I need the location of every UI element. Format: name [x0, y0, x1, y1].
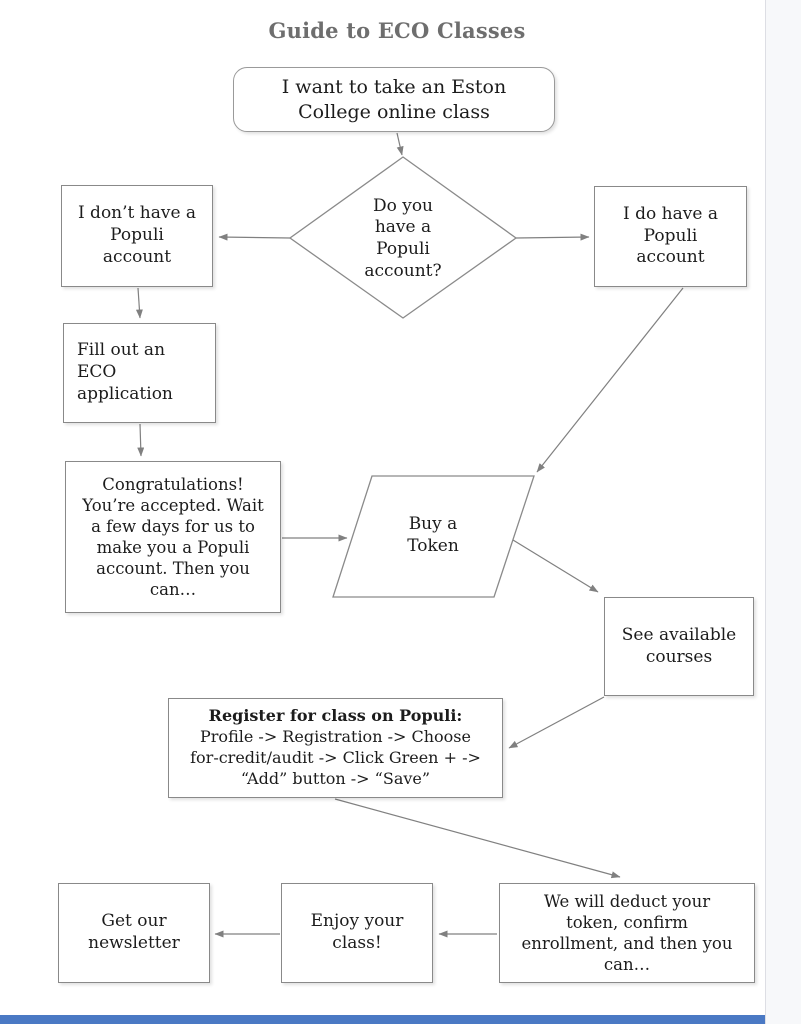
edge-see-courses-to-register — [508, 696, 605, 749]
node-eco-application: Fill out an ECO application — [63, 323, 216, 423]
node-no-account: I don’t have a Populi account — [61, 185, 213, 287]
node-deduct: We will deduct your token, confirm enrol… — [499, 883, 755, 983]
node-congrats: Congratulations! You’re accepted. Wait a… — [65, 461, 281, 613]
edge-register-to-deduct — [334, 798, 621, 879]
register-heading: Register for class on Populi: — [208, 706, 463, 726]
node-decision-label: Do you have a Populi account? — [364, 195, 442, 281]
page-title: Guide to ECO Classes — [268, 18, 526, 43]
register-body: Profile -> Registration -> Choose for-cr… — [190, 727, 481, 788]
node-buy-token-label: Buy a Token — [407, 514, 459, 556]
node-register: Register for class on Populi: Profile ->… — [168, 698, 503, 798]
node-see-courses: See available courses — [604, 597, 754, 696]
edge-yes-account-to-buy-token — [536, 287, 684, 473]
node-enjoy: Enjoy your class! — [281, 883, 433, 983]
edge-buy-token-to-see-courses — [512, 539, 599, 593]
edge-no-account-to-eco-application — [135, 287, 143, 319]
bottom-blue-bar — [0, 1015, 765, 1024]
node-yes-account: I do have a Populi account — [594, 186, 747, 287]
edge-decision-to-yes-account — [515, 233, 590, 241]
edge-eco-application-to-congrats — [137, 423, 145, 457]
node-start: I want to take an Eston College online c… — [233, 67, 555, 132]
node-newsletter: Get our newsletter — [58, 883, 210, 983]
edge-decision-to-no-account — [218, 233, 291, 241]
edge-start-to-decision — [396, 132, 404, 156]
page-right-gutter — [765, 0, 801, 1024]
